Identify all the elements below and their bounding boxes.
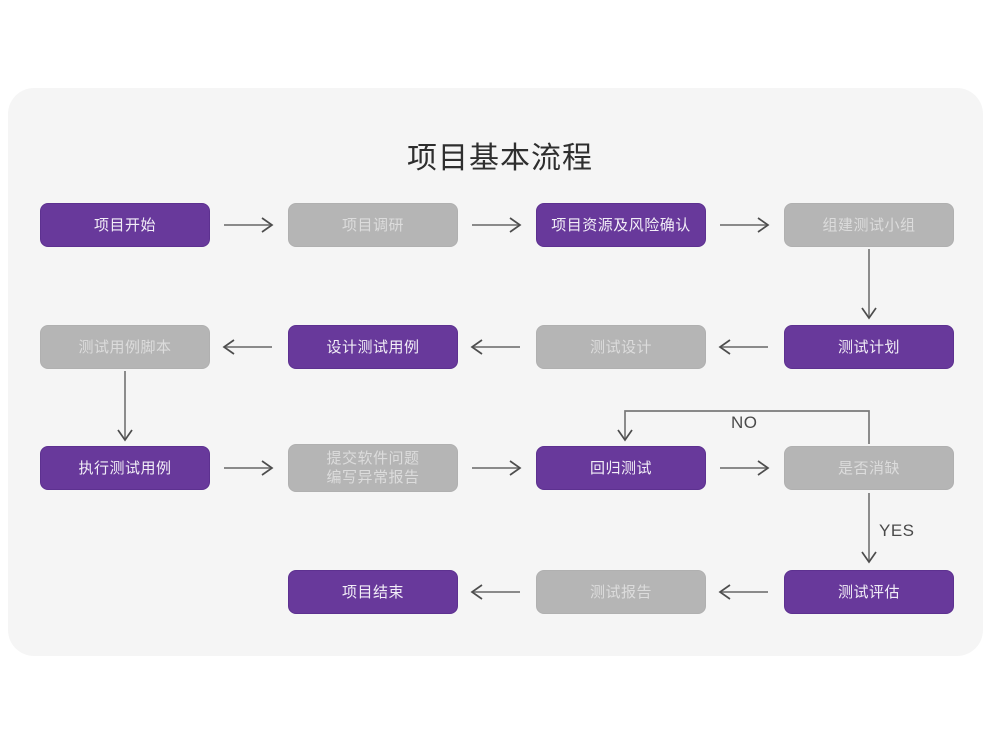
node-test-plan[interactable]: 测试计划 — [784, 325, 954, 369]
node-label: 测试设计 — [589, 337, 652, 356]
edge-n7-n6 — [470, 339, 520, 355]
node-resource-risk-confirm[interactable]: 项目资源及风险确认 — [536, 203, 706, 247]
edge-n14-n13 — [470, 584, 520, 600]
edge-n9-n10 — [224, 460, 274, 476]
edge-n4-n8 — [861, 249, 877, 320]
node-label: 项目资源及风险确认 — [551, 215, 691, 234]
node-label: 组建测试小组 — [822, 215, 916, 234]
node-regression-test[interactable]: 回归测试 — [536, 446, 706, 490]
node-test-design[interactable]: 测试设计 — [536, 325, 706, 369]
edge-n15-n14 — [718, 584, 768, 600]
node-label: 测试报告 — [589, 582, 652, 601]
node-label: 是否消缺 — [837, 458, 900, 477]
edge-n12-n11-no — [617, 410, 870, 444]
node-submit-issue-report[interactable]: 提交软件问题 编写异常报告 — [288, 444, 458, 492]
node-label: 设计测试用例 — [326, 337, 420, 356]
node-label: 项目结束 — [341, 582, 404, 601]
node-project-start[interactable]: 项目开始 — [40, 203, 210, 247]
edge-label-no: NO — [731, 413, 758, 432]
edge-n1-n2 — [224, 217, 274, 233]
node-execute-test-case[interactable]: 执行测试用例 — [40, 446, 210, 490]
node-project-end[interactable]: 项目结束 — [288, 570, 458, 614]
node-label: 执行测试用例 — [78, 458, 172, 477]
flowchart-card — [8, 88, 983, 656]
edge-n2-n3 — [472, 217, 522, 233]
page-title: 项目基本流程 — [407, 141, 593, 176]
node-label: 项目调研 — [341, 215, 404, 234]
edge-n3-n4 — [720, 217, 770, 233]
node-label: 测试计划 — [837, 337, 900, 356]
edge-n5-n9 — [117, 371, 133, 442]
node-defect-cleared[interactable]: 是否消缺 — [784, 446, 954, 490]
edge-n10-n11 — [472, 460, 522, 476]
node-test-evaluation[interactable]: 测试评估 — [784, 570, 954, 614]
edge-label-yes: YES — [879, 521, 915, 540]
node-label: 项目开始 — [93, 215, 156, 234]
node-form-test-team[interactable]: 组建测试小组 — [784, 203, 954, 247]
node-design-test-case[interactable]: 设计测试用例 — [288, 325, 458, 369]
node-label: 测试评估 — [837, 582, 900, 601]
edge-n11-n12 — [720, 460, 770, 476]
node-test-case-script[interactable]: 测试用例脚本 — [40, 325, 210, 369]
node-project-research[interactable]: 项目调研 — [288, 203, 458, 247]
node-label: 测试用例脚本 — [78, 337, 172, 356]
edge-n8-n7 — [718, 339, 768, 355]
node-label: 提交软件问题 编写异常报告 — [326, 449, 420, 486]
node-test-report[interactable]: 测试报告 — [536, 570, 706, 614]
node-label: 回归测试 — [589, 458, 652, 477]
edge-n6-n5 — [222, 339, 272, 355]
edge-n12-n15-yes — [861, 493, 877, 564]
